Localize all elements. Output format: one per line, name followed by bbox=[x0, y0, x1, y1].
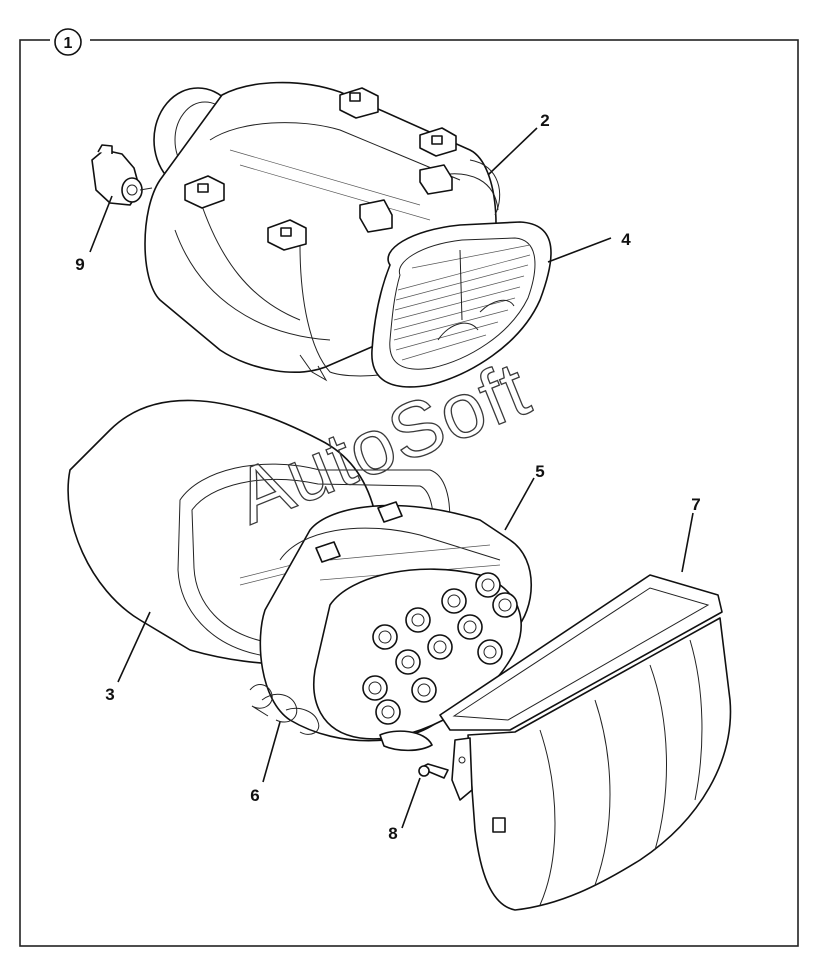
part-2-clamp bbox=[469, 159, 501, 216]
leader-6 bbox=[262, 721, 281, 783]
callout-9: 9 bbox=[75, 255, 84, 274]
diagram-frame bbox=[19, 39, 799, 947]
leader-8 bbox=[401, 777, 421, 829]
callout-4: 4 bbox=[621, 230, 631, 249]
callout-2: 2 bbox=[540, 111, 549, 130]
figure-number-badge: 1 bbox=[50, 28, 90, 56]
callout-5: 5 bbox=[535, 462, 544, 481]
callout-7: 7 bbox=[691, 495, 700, 514]
leader-9 bbox=[89, 195, 113, 253]
part-9-sensor bbox=[91, 144, 153, 206]
part-4-end-cover bbox=[371, 221, 552, 388]
callout-3: 3 bbox=[105, 685, 114, 704]
part-7-cover bbox=[439, 574, 732, 911]
figure-number: 1 bbox=[64, 35, 73, 52]
leader-7 bbox=[681, 512, 694, 573]
leader-lines bbox=[89, 127, 694, 829]
leader-5 bbox=[504, 477, 535, 531]
filter-tube-grid bbox=[362, 572, 518, 725]
leader-3 bbox=[117, 611, 151, 683]
callout-6: 6 bbox=[250, 786, 259, 805]
leader-4 bbox=[547, 237, 612, 263]
part-6-retaining-clip bbox=[249, 684, 320, 735]
part-8-screw bbox=[418, 763, 449, 779]
leader-2 bbox=[487, 127, 538, 176]
callout-8: 8 bbox=[388, 824, 397, 843]
